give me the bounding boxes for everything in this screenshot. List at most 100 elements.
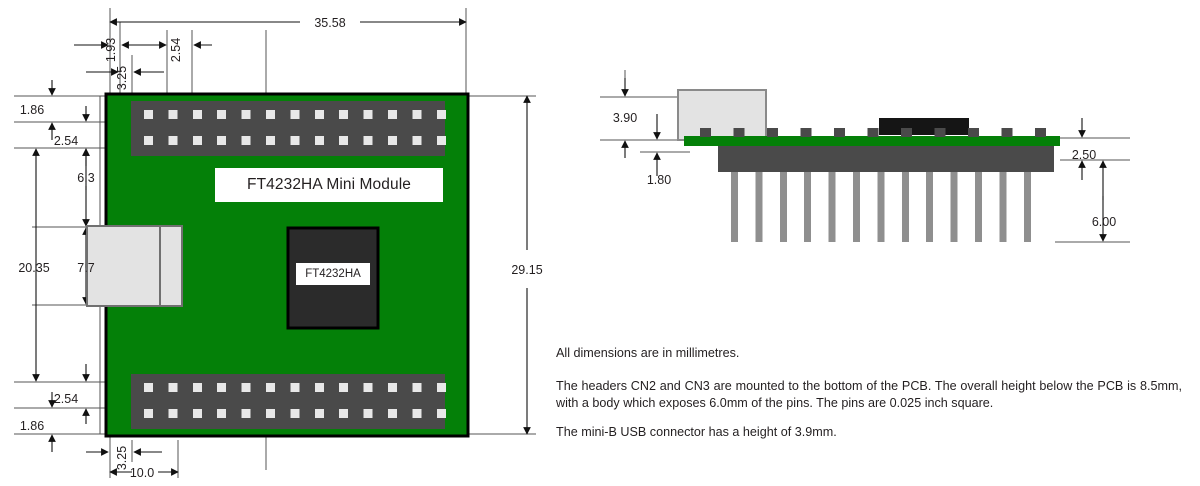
pad [217,110,227,119]
header-cn3-pads [144,383,446,418]
surface-pad [834,128,845,137]
pad [363,136,373,145]
pad [192,110,202,119]
header-pin [999,172,1007,242]
surface-pad [968,128,979,137]
pad [241,110,251,119]
surface-pad [700,128,711,137]
dim-usb-height: 7.7 [77,261,94,275]
header-cn2-body [131,101,445,156]
header-pin [804,172,812,242]
pad [412,383,422,392]
dim-header-to-usb: 6.3 [77,171,94,185]
pad [436,136,446,145]
pad [363,409,373,418]
dim-usb-width-from-edge: 10.0 [130,466,154,480]
pad [314,383,324,392]
dim-header-body-height: 2.50 [1072,148,1096,162]
usb-connector-shell-strip [159,225,183,307]
units-note: All dimensions are in millimetres. [556,346,740,360]
header-pin [853,172,860,242]
header-pin [731,172,738,242]
surface-pad [1035,128,1046,137]
pad [314,110,324,119]
dim-usb-span-total: 20.35 [18,261,49,275]
surface-pad [901,128,912,137]
pad [241,409,251,418]
header-pins-side [731,172,1031,242]
pad [412,136,422,145]
pad [339,383,349,392]
header-pin [901,172,909,242]
pad [168,409,178,418]
header-pin [828,172,836,242]
dim-header-inset-top: 3.25 [115,66,129,90]
pad [144,110,153,119]
chip-marking-label: FT4232HA [296,263,370,285]
pad [192,409,202,418]
pcb-surface-pads-side [700,128,1046,137]
pad [314,409,324,418]
dim-edge-to-pad-bottom: 1.86 [20,419,44,433]
pad [266,409,275,418]
surface-pad [733,128,745,137]
surface-pad [867,128,879,137]
pad [436,383,446,392]
header-cn2-pads [144,110,446,145]
header-pin [779,172,787,242]
pad [436,110,446,119]
dim-overall-width: 35.58 [314,16,345,30]
usb-connector-body [86,225,168,307]
header-pin [975,172,982,242]
pad [290,110,300,119]
pad [241,383,251,392]
header-pin [950,172,958,242]
pad [144,136,153,145]
pad [388,383,397,392]
pad [314,136,324,145]
pad [168,110,178,119]
pad [168,383,178,392]
pad [339,110,349,119]
pad [266,110,275,119]
pad [388,136,397,145]
surface-pad [934,128,946,137]
pad [290,383,300,392]
pad [266,136,275,145]
pad [290,136,300,145]
pad [363,383,373,392]
header-pin [755,172,763,242]
pad [412,409,422,418]
pad [388,110,397,119]
dim-exposed-pin-length: 6.00 [1092,215,1116,229]
pad [144,409,153,418]
header-pin [926,172,934,242]
pad [388,409,397,418]
dim-edge-to-header-x: 1.93 [104,38,118,62]
pad [290,409,300,418]
header-pin [877,172,885,242]
pad [217,383,227,392]
pcb-side-view [684,136,1060,146]
header-body-side [718,146,1054,172]
dim-pad-pitch-bottom: 2.54 [54,392,78,406]
ft4232ha-chip-side [879,118,969,135]
dim-header-inset-bottom: 3.25 [115,446,129,470]
pad [363,110,373,119]
pad [266,383,275,392]
pad [339,136,349,145]
pad [144,383,153,392]
usb-connector-side [677,89,767,141]
pad [168,136,178,145]
surface-pad [767,128,778,137]
surface-pad [800,128,812,137]
pad [217,136,227,145]
surface-pad [1001,128,1013,137]
pad [339,409,349,418]
dim-overall-height: 29.15 [511,263,542,277]
dim-pad-pitch-x: 2.54 [169,38,183,62]
dim-pcb-to-usb-base: 1.80 [647,173,671,187]
header-mounting-note: The headers CN2 and CN3 are mounted to t… [556,379,1182,411]
